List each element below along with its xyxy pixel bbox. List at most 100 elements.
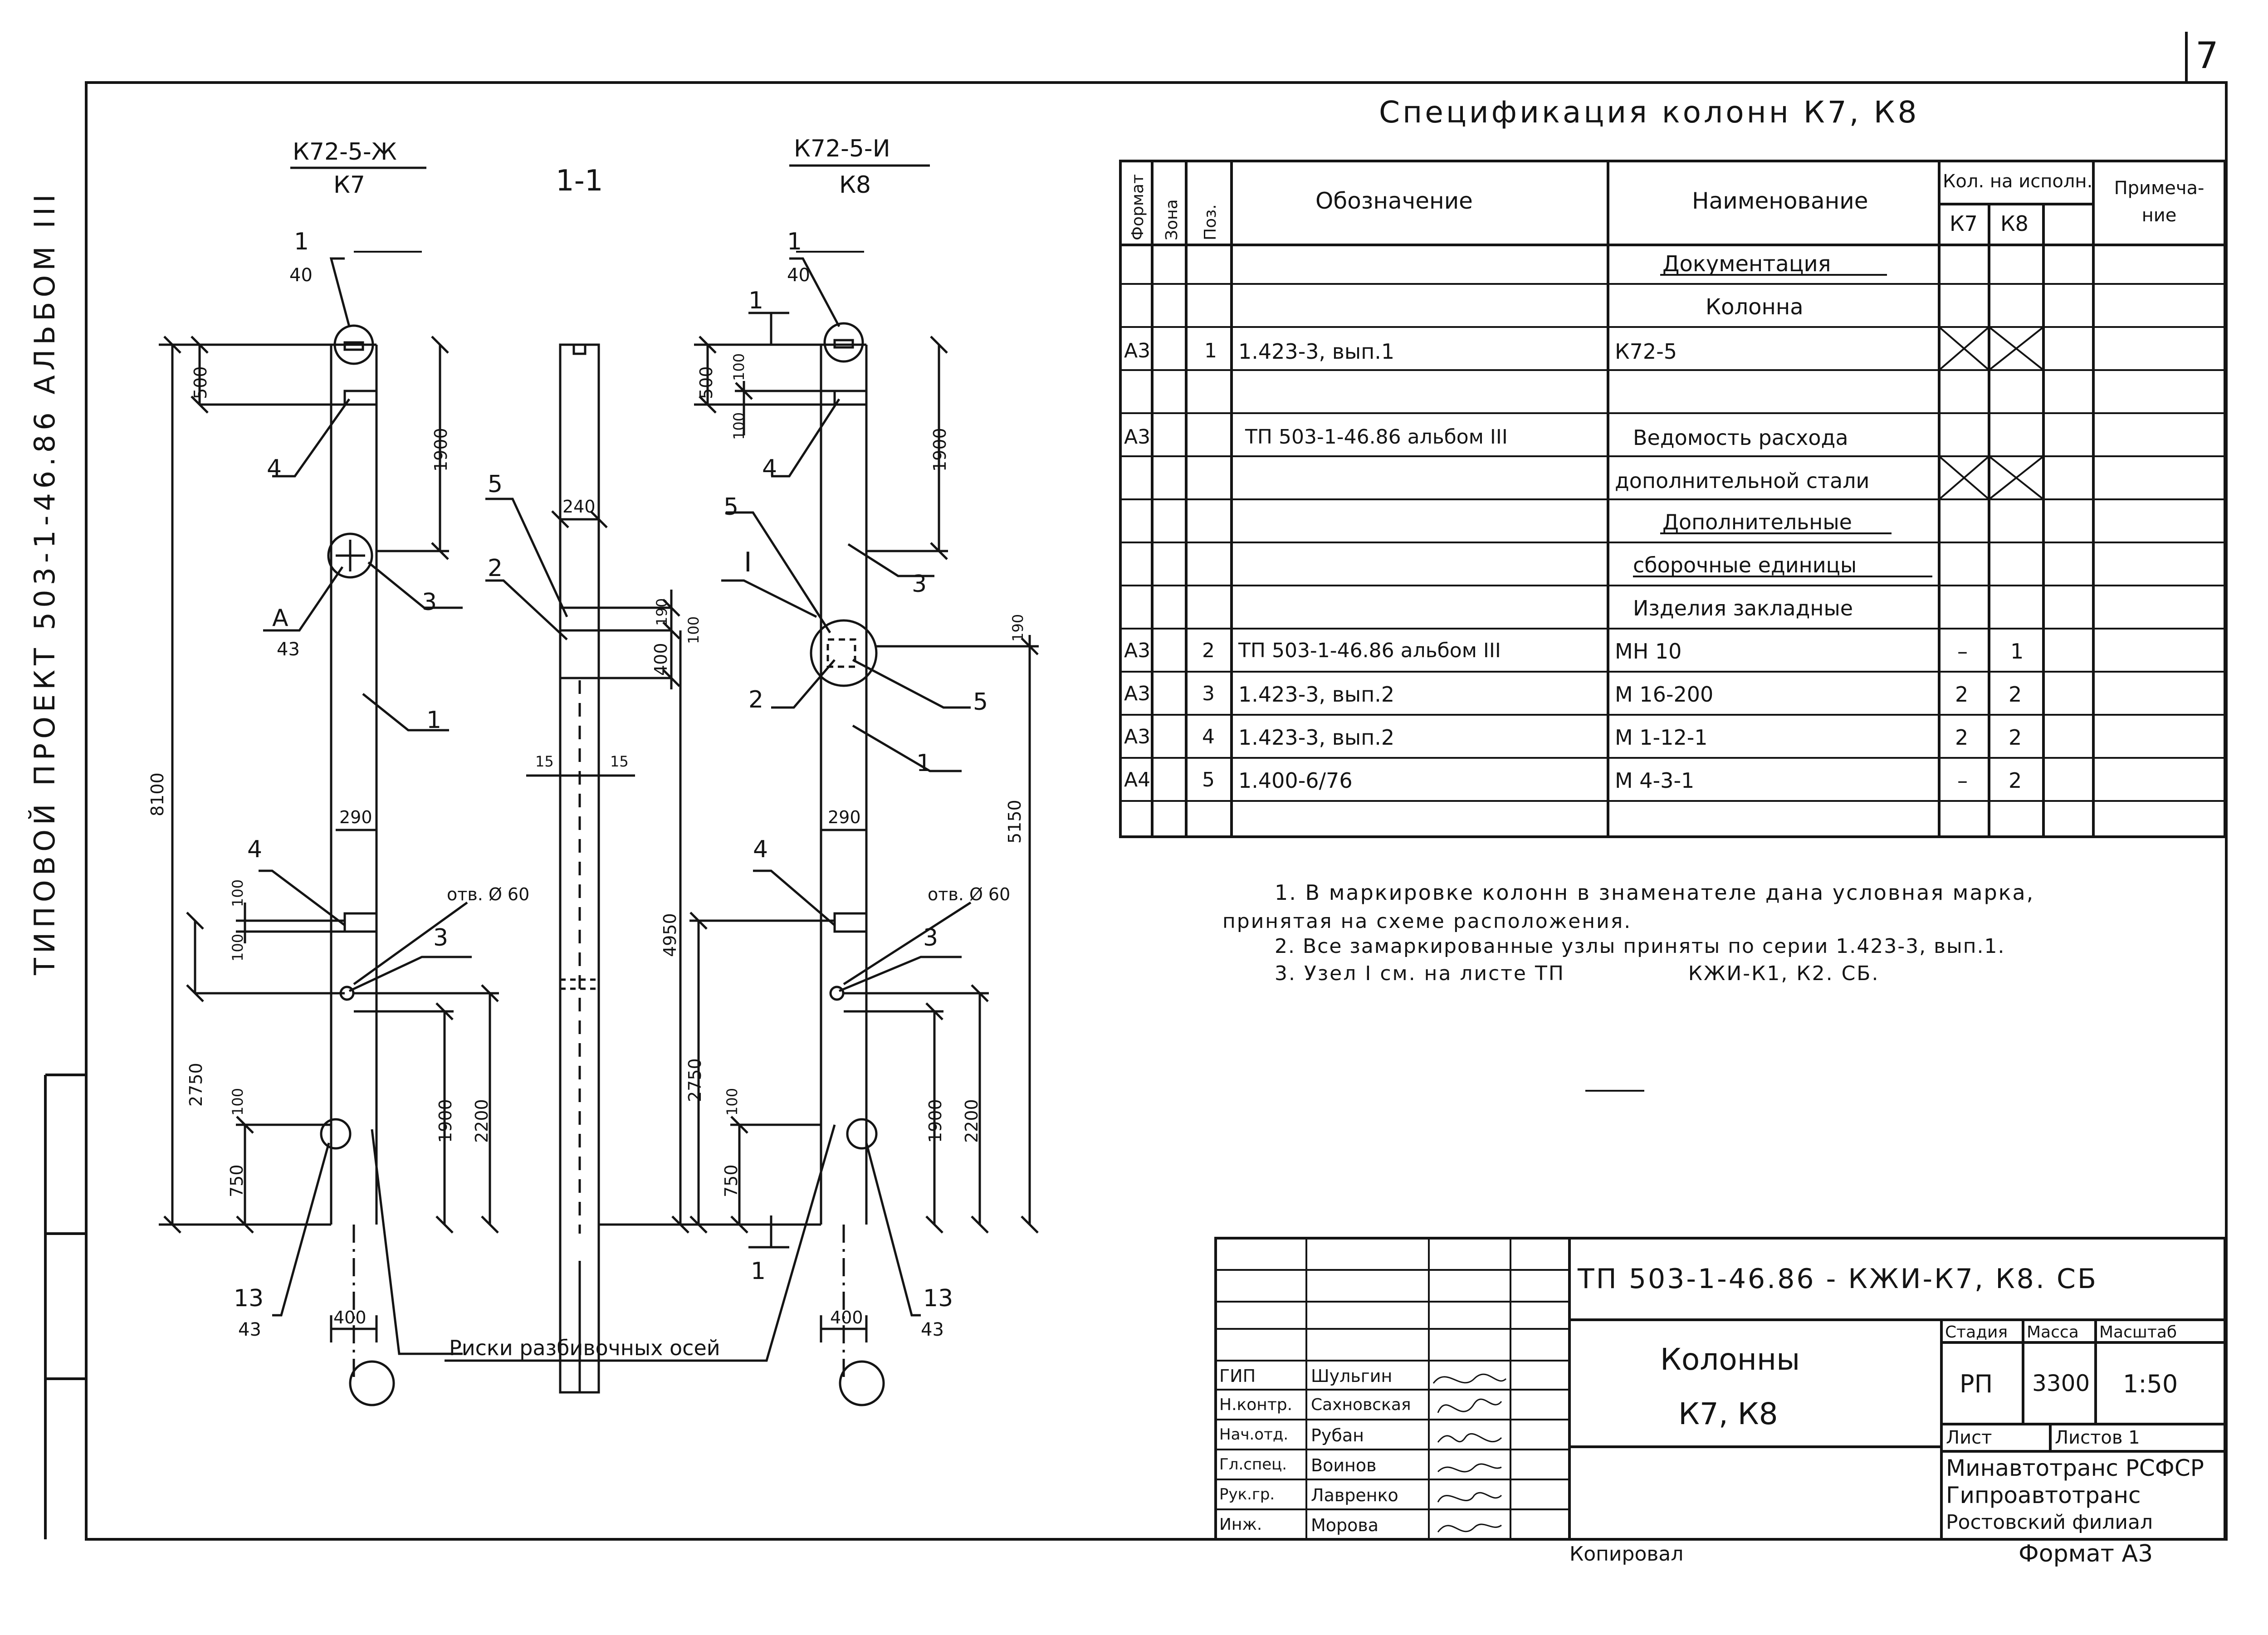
callout-a: А [272,605,288,632]
spec-row-designation: 1.423-3, вып.1 [1238,339,1395,364]
spec-header-pos: Поз. [1201,204,1220,240]
spec-row-k8: 1 [2010,639,2024,664]
k8-pos-1: 1 [916,750,931,777]
k8-callout-1: 1 [787,228,802,255]
spec-row-k7: 2 [1955,682,1969,707]
spec-row-designation: 1.423-3, вып.2 [1238,725,1395,750]
spec-row-name: МН 10 [1615,639,1682,664]
format-label: Формат А3 [2019,1540,2153,1567]
spec-row-designation: 1.423-3, вып.2 [1238,682,1395,707]
role-inzh: Инж. [1219,1515,1262,1534]
spec-row-format: А3 [1124,725,1151,748]
k8-pos-4: 4 [762,455,777,482]
spec-row-name: Ведомость расхода [1633,425,1848,450]
k8-hole-label: отв. Ø 60 [928,884,1010,904]
dim-k7-100c: 100 [229,1088,246,1116]
dim-k7-1900b: 1900 [435,1099,455,1143]
k8-callout-1-sheet: 40 [787,265,810,286]
scale-value: 1:50 [2123,1370,2178,1398]
mass-label: Масса [2027,1323,2079,1342]
dim-k8-5150: 5150 [1005,800,1025,844]
spec-row-name: К72-5 [1615,339,1677,364]
cut-mark-top: 1 [748,287,763,314]
name-glspec: Воинов [1311,1455,1377,1475]
spec-row-k8: 2 [2009,682,2022,707]
dim-k7-2750: 2750 [186,1063,206,1107]
dim-sec-190: 190 [653,598,670,626]
spec-row-format: А3 [1124,339,1151,362]
stage-label: Стадия [1945,1323,2008,1342]
role-nachotd: Нач.отд. [1219,1425,1289,1444]
dim-k8-750: 750 [721,1164,741,1197]
dim-k7-100a: 100 [229,879,246,907]
spec-row-name: М 16-200 [1615,682,1714,707]
dim-k8-290: 290 [828,807,861,827]
dim-sec-4950: 4950 [660,913,680,957]
dim-k8-1900b: 1900 [925,1099,945,1143]
spec-title: Спецификация колонн К7, К8 [1379,95,1920,130]
k8-pos-2: 2 [748,686,763,713]
spec-row-pos: 1 [1204,339,1217,362]
drawing-code: ТП 503-1-46.86 - КЖИ-К7, К8. СБ [1578,1263,2098,1295]
spec-row-k8: 2 [2009,725,2022,750]
spec-row-k7: 2 [1955,725,1969,750]
stage-value: РП [1960,1370,1993,1398]
sheets-label: Листов 1 [2055,1427,2140,1448]
spec-row-pos: 4 [1202,725,1215,748]
k7-pos-3: 3 [422,589,437,616]
column-k7 [159,257,499,1406]
section-1-1 [485,343,689,1394]
dim-k7-2200: 2200 [472,1099,492,1143]
spec-underlines [354,251,1932,1092]
dim-k7-100b: 100 [229,934,246,961]
dim-k7-400: 400 [333,1308,367,1328]
k7-pos-1: 1 [426,707,441,734]
scale-label: Масштаб [2099,1323,2177,1342]
dim-sec-240: 240 [562,497,596,517]
drawing-name-2: К7, К8 [1678,1396,1778,1431]
dim-k8-100a: 100 [730,353,748,381]
dim-k8-2200: 2200 [962,1099,982,1143]
spec-row-name: М 1-12-1 [1615,725,1708,750]
name-inzh: Морова [1311,1515,1379,1535]
k8-mark-denominator: К8 [839,171,871,199]
dim-k7-750: 750 [227,1164,247,1197]
k8-callout-13: 13 [923,1285,953,1312]
copied-label: Копировал [1569,1542,1684,1566]
k8-pos-5: 5 [723,493,738,521]
k8-callout-13-sheet: 43 [921,1319,944,1340]
k8-mark-numerator: К72-5-И [794,135,890,162]
k8-pos-5b: 5 [973,688,988,716]
spec-row-k7: – [1957,639,1968,664]
title-block-grid [1214,1237,2226,1541]
k7-pos-4b: 4 [247,836,262,863]
spec-header-name: Наименование [1692,188,1868,214]
dim-k7-500: 500 [191,366,210,399]
spec-header-format: Формат [1129,174,1147,240]
spec-row-format: А4 [1124,768,1151,791]
spec-row-pos: 2 [1202,639,1215,662]
spec-row-designation: ТП 503-1-46.86 альбом III [1245,425,1508,449]
drawing-name-1: Колонны [1660,1342,1800,1377]
sheet-label: Лист [1946,1427,1992,1448]
dim-k7-8100: 8100 [147,772,167,816]
spec-row-name: Колонна [1706,294,1804,320]
role-nkontr: Н.контр. [1219,1396,1293,1414]
dim-sec-400: 400 [651,643,671,676]
spec-header-qty: Кол. на исполн. [1943,171,2093,192]
signatures [1432,1373,1507,1533]
note-3: 3. Узел I см. на листе ТП КЖИ-К1, К2. СБ… [1275,962,1880,985]
sec-pos-2: 2 [488,555,503,582]
node-a-circle [327,532,373,579]
mass-value: 3300 [2032,1370,2090,1396]
k8-pos-3: 3 [912,571,927,598]
spec-row-k8: 2 [2009,768,2022,793]
node-i-circle [810,619,878,687]
k7-hole-label: отв. Ø 60 [447,884,529,904]
spec-header-k8: К8 [2000,211,2028,236]
k7-mark-denominator: К7 [333,171,365,199]
org-line-1: Минавтотранс РСФСР [1946,1455,2204,1481]
dim-k8-100c: 100 [723,1088,741,1116]
side-stamp: ТИПОВОЙ ПРОЕКТ 503-1-46.86 АЛЬБОМ III [28,190,61,976]
spec-row-format: А3 [1124,639,1151,662]
